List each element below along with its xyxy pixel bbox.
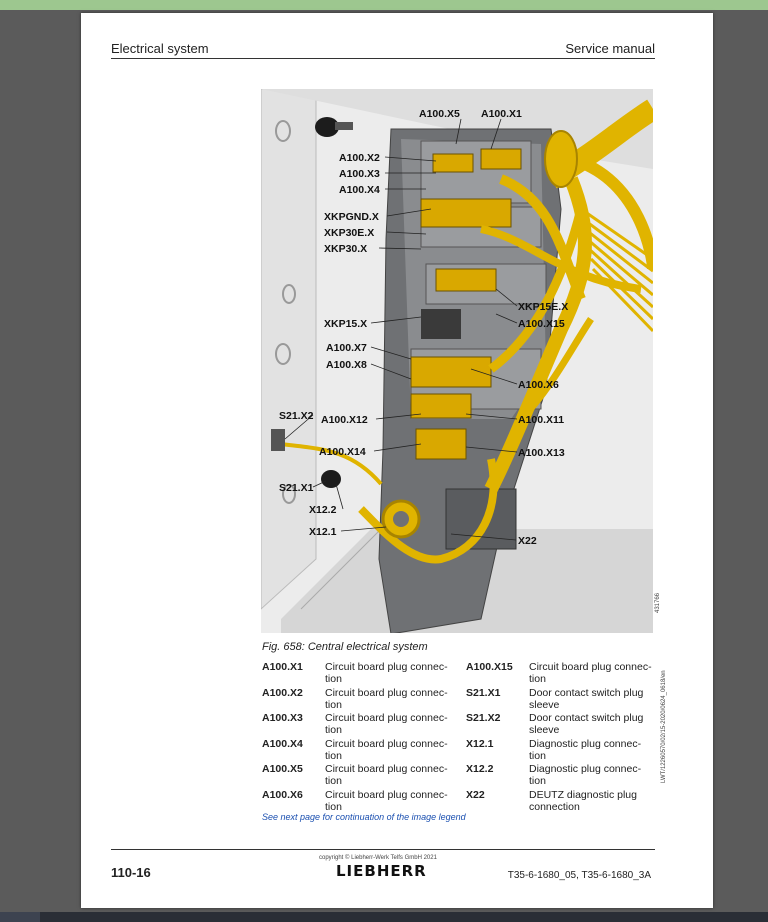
legend-key: A100.X6 [262, 788, 303, 801]
legend-key: A100.X1 [262, 661, 303, 673]
label-a100x11: A100.X11 [518, 414, 564, 426]
label-s21x2: S21.X2 [279, 410, 314, 422]
label-a100x6: A100.X6 [518, 379, 559, 391]
taskbar [0, 912, 768, 922]
header-rule [111, 58, 655, 59]
legend-row: A100.X2 Circuit board plug connec- tion [262, 687, 462, 713]
label-a100x15: A100.X15 [518, 318, 565, 330]
legend-row: X12.1 Diagnostic plug connec- tion [466, 738, 666, 764]
label-xkp30: XKP30.X [324, 243, 367, 255]
footer-rule [111, 849, 655, 850]
label-x22: X22 [518, 535, 537, 547]
legend-description: Circuit board plug connec- tion [325, 661, 448, 685]
legend-row: A100.X1 Circuit board plug connec- tion [262, 661, 462, 687]
legend-key: X12.2 [466, 763, 494, 775]
legend-row: A100.X3 Circuit board plug connec- tion [262, 712, 462, 738]
legend-key: S21.X1 [466, 686, 501, 699]
label-a100x3: A100.X3 [339, 168, 380, 180]
see-next-page-link[interactable]: See next page for continuation of the im… [262, 812, 466, 822]
legend-key: A100.X4 [262, 737, 303, 750]
legend-row: X22 DEUTZ diagnostic plug connection [466, 789, 666, 815]
label-xkpgnd: XKPGND.X [324, 211, 379, 223]
liebherr-logo: LIEBHERR [336, 862, 427, 880]
electrical-system-figure: A100.X5 A100.X1 A100.X2 A100.X3 A100.X4 … [261, 89, 653, 633]
legend-key: A100.X2 [262, 686, 303, 699]
legend-row: A100.X5 Circuit board plug connec- tion [262, 763, 462, 789]
label-xkp15e: XKP15E.X [518, 301, 568, 313]
legend-row: A100.X4 Circuit board plug connec- tion [262, 738, 462, 764]
legend-description: Diagnostic plug connec- tion [529, 737, 642, 762]
legend-row: S21.X1 Door contact switch plug sleeve [466, 687, 666, 713]
header-section-title: Electrical system [111, 41, 209, 56]
document-page: Electrical system Service manual [81, 13, 713, 908]
legend-description: Diagnostic plug connec- tion [529, 763, 642, 787]
legend-key: X22 [466, 788, 485, 801]
label-x121: X12.1 [309, 526, 337, 538]
legend-key: A100.X5 [262, 763, 303, 775]
label-a100x14: A100.X14 [319, 446, 366, 458]
label-a100x5: A100.X5 [419, 108, 460, 120]
legend-description: Circuit board plug connec- tion [529, 661, 652, 685]
legend-description: Door contact switch plug sleeve [529, 686, 644, 711]
legend-row: S21.X2 Door contact switch plug sleeve [466, 712, 666, 738]
legend-row: X12.2 Diagnostic plug connec- tion [466, 763, 666, 789]
figure-caption: Fig. 658: Central electrical system [262, 641, 428, 653]
legend-description: Door contact switch plug sleeve [529, 712, 644, 736]
label-a100x4: A100.X4 [339, 184, 380, 196]
label-xkp15: XKP15.X [324, 318, 367, 330]
legend-description: Circuit board plug connec- tion [325, 686, 448, 711]
label-a100x13: A100.X13 [518, 447, 565, 459]
legend-description: DEUTZ diagnostic plug connection [529, 788, 637, 813]
label-a100x2: A100.X2 [339, 152, 380, 164]
legend-key: A100.X15 [466, 661, 513, 673]
legend-description: Circuit board plug connec- tion [325, 737, 448, 762]
legend-description: Circuit board plug connec- tion [325, 788, 448, 813]
legend-key: S21.X2 [466, 712, 501, 724]
label-a100x12: A100.X12 [321, 414, 368, 426]
legend-description: Circuit board plug connec- tion [325, 712, 448, 736]
window-top-bar [0, 0, 768, 10]
label-a100x7: A100.X7 [326, 342, 367, 354]
taskbar-segment[interactable] [0, 912, 40, 922]
header-manual-title: Service manual [565, 41, 655, 56]
label-s21x1: S21.X1 [279, 482, 314, 494]
legend-row: A100.X6 Circuit board plug connec- tion [262, 789, 462, 815]
label-a100x1: A100.X1 [481, 108, 522, 120]
copyright-notice: copyright © Liebherr-Werk Telfs GmbH 202… [319, 855, 437, 861]
legend-description: Circuit board plug connec- tion [325, 763, 448, 787]
label-xkp30e: XKP30E.X [324, 227, 374, 239]
label-x122: X12.2 [309, 504, 337, 516]
figure-id-code: 431766 [655, 592, 661, 613]
legend-key: X12.1 [466, 737, 494, 750]
document-number: T35-6-1680_05, T35-6-1680_3A [507, 870, 651, 881]
legend-key: A100.X3 [262, 712, 303, 724]
label-a100x8: A100.X8 [326, 359, 367, 371]
legend-row: A100.X15 Circuit board plug connec- tion [466, 661, 666, 687]
page-number: 110-16 [111, 865, 151, 880]
